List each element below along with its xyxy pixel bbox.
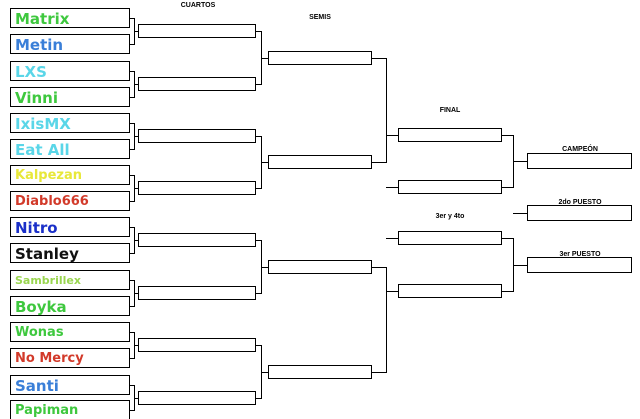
bracket-connector	[502, 291, 514, 292]
header-final: FINAL	[439, 107, 461, 114]
bracket-connector	[256, 345, 262, 346]
final-slot	[398, 231, 502, 245]
bracket-connector	[372, 58, 387, 59]
player-slot: Vinni	[10, 87, 130, 107]
bracket-connector	[134, 240, 139, 241]
cuartos-slot	[138, 77, 256, 91]
bracket-connector	[386, 58, 387, 163]
bracket-connector	[134, 345, 139, 346]
bracket-connector	[130, 149, 135, 150]
placement-slot	[527, 257, 632, 273]
bracket-connector	[130, 97, 135, 98]
semis-slot	[268, 155, 372, 169]
semis-slot	[268, 365, 372, 379]
player-slot: Nitro	[10, 217, 130, 237]
bracket-connector	[386, 267, 387, 373]
bracket-connector	[256, 136, 262, 137]
bracket-connector	[386, 135, 399, 136]
bracket-connector	[130, 123, 135, 124]
bracket-connector	[130, 385, 135, 386]
bracket-connector	[513, 265, 528, 266]
bracket-connector	[256, 240, 262, 241]
bracket-connector	[134, 188, 139, 189]
player-slot: Kalpezan	[10, 165, 130, 185]
player-slot: Matrix	[10, 8, 130, 28]
player-slot: Stanley	[10, 243, 130, 263]
player-slot: Santi	[10, 375, 130, 395]
bracket-connector	[513, 161, 528, 162]
bracket-connector	[130, 358, 135, 359]
bracket-connector	[256, 31, 262, 32]
player-slot: LXS	[10, 61, 130, 81]
semis-slot	[268, 51, 372, 65]
bracket-connector	[386, 291, 399, 292]
semis-slot	[268, 260, 372, 274]
header-3er-y-4to: 3er y 4to	[435, 213, 465, 220]
bracket-connector	[134, 136, 139, 137]
player-slot: Sambrillex	[10, 270, 130, 290]
bracket-connector	[130, 227, 135, 228]
final-slot	[398, 284, 502, 298]
player-slot: Metin	[10, 34, 130, 54]
bracket-connector	[261, 58, 269, 59]
player-slot: Wonas	[10, 322, 130, 342]
cuartos-slot	[138, 286, 256, 300]
final-slot	[398, 180, 502, 194]
player-slot: Boyka	[10, 296, 130, 316]
bracket-connector	[256, 398, 262, 399]
bracket-connector	[502, 238, 514, 239]
bracket-connector	[256, 84, 262, 85]
bracket-connector	[372, 372, 387, 373]
cuartos-slot	[138, 129, 256, 143]
bracket-connector	[130, 175, 135, 176]
bracket-connector	[256, 293, 262, 294]
header-cuartos: CUARTOS	[180, 2, 216, 9]
bracket-connector	[130, 280, 135, 281]
placement-slot	[527, 153, 632, 169]
bracket-connector	[130, 306, 135, 307]
header-campeon: CAMPEÓN	[562, 146, 598, 153]
cuartos-slot	[138, 233, 256, 247]
bracket-connector	[513, 213, 528, 214]
bracket-connector	[261, 162, 269, 163]
player-slot: Papiman	[10, 400, 130, 419]
placement-slot	[527, 205, 632, 221]
bracket-connector	[502, 135, 514, 136]
bracket-connector	[372, 267, 387, 268]
bracket-connector	[130, 332, 135, 333]
cuartos-slot	[138, 24, 256, 38]
bracket-connector	[130, 410, 135, 411]
player-slot: IxisMX	[10, 113, 130, 133]
bracket-connector	[130, 18, 135, 19]
bracket-connector	[502, 187, 514, 188]
bracket-connector	[130, 44, 135, 45]
bracket-connector	[134, 398, 139, 399]
bracket-connector	[130, 253, 135, 254]
player-slot: No Mercy	[10, 348, 130, 368]
player-slot: Eat All	[10, 139, 130, 159]
bracket-connector	[130, 201, 135, 202]
cuartos-slot	[138, 391, 256, 405]
header-3er-puesto: 3er PUESTO	[559, 251, 601, 258]
bracket-connector	[134, 84, 139, 85]
bracket-connector	[134, 293, 139, 294]
final-slot	[398, 128, 502, 142]
bracket-connector	[386, 238, 399, 239]
bracket-connector	[261, 267, 269, 268]
header-2do-puesto: 2do PUESTO	[558, 199, 602, 206]
bracket-connector	[256, 188, 262, 189]
bracket-connector	[130, 71, 135, 72]
bracket-connector	[386, 187, 399, 188]
header-semis: SEMIS	[309, 14, 331, 21]
cuartos-slot	[138, 181, 256, 195]
player-slot: Diablo666	[10, 191, 130, 211]
bracket-connector	[134, 31, 139, 32]
bracket-connector	[261, 372, 269, 373]
bracket-connector	[372, 162, 387, 163]
cuartos-slot	[138, 338, 256, 352]
